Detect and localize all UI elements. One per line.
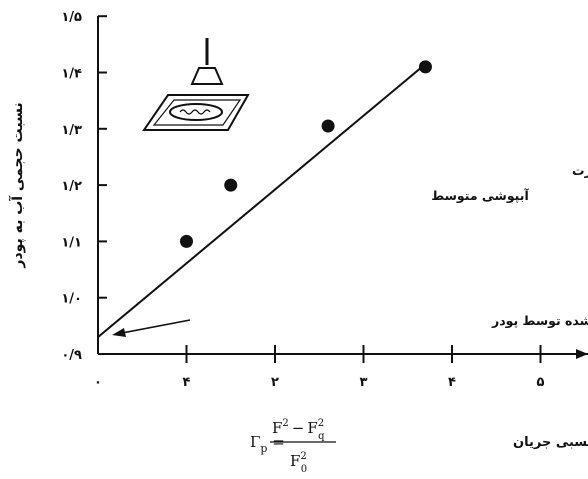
formula-num-b-sup: 2 [318,418,324,429]
y-ticks: ۰/۹ ۱/۰ ۱/۱ ۱/۲ ۱/۳ ۱/۴ ۱/۵ [61,10,107,363]
x-axis-label: مساحت نسبی جریان [513,435,588,450]
y-axis-label: نسبت حجمی آب به پودر [8,102,26,268]
formula-den-sup: 2 [300,451,306,462]
x-axis-arrowhead [576,349,588,359]
x-tick-label: ۲ [271,375,279,390]
series-label-line2: آبپوشی متوسط [431,188,529,203]
data-points [180,60,432,248]
formula-num-b: F [307,419,317,437]
formula-lhs-sub: p [260,442,267,455]
y-tick-label: ۱/۵ [61,10,82,25]
data-point [418,60,432,74]
y-tick-label: ۱/۱ [61,235,82,250]
formula-num-b-sub: q [318,431,325,442]
y-tick-label: ۱/۳ [61,123,82,138]
y-tick-label: ۱/۲ [61,179,82,194]
formula-num-a: F [272,419,282,437]
svg-text:F2−F2q: F2−F2q [272,418,325,442]
series-label-line1: خمیر سیمان پرتلند با حرارت [572,163,588,178]
intercept-arrow [121,319,191,334]
x-ticks: ۰ ۴ ۲ ۳ ۴ ۵ [94,345,545,390]
formula-den: F [290,452,300,470]
y-tick-label: ۰/۹ [61,348,82,363]
data-point [224,178,238,192]
x-tick-label: ۴ [183,375,191,390]
formula-num-a-sup: 2 [282,418,288,429]
x-tick-label: ۵ [537,375,545,390]
intercept-arrowhead [112,328,126,337]
formula-minus: − [292,419,305,437]
formula-lhs: Γ [250,433,260,451]
formula-den-sub: 0 [301,464,307,475]
intercept-label: نسبت آب نگه‌داشته‌شده توسط پودر [491,313,588,328]
data-point [321,119,335,133]
data-point [180,234,193,248]
fit-line [97,63,427,338]
x-tick-label: ۰ [94,375,102,390]
x-tick-label: ۳ [360,375,368,390]
y-tick-label: ۱/۴ [61,67,82,82]
x-tick-label: ۴ [448,375,456,390]
svg-text:F20: F2 0 [290,451,307,475]
y-tick-label: ۱/۰ [61,292,82,307]
apparatus-illustration [142,38,250,131]
